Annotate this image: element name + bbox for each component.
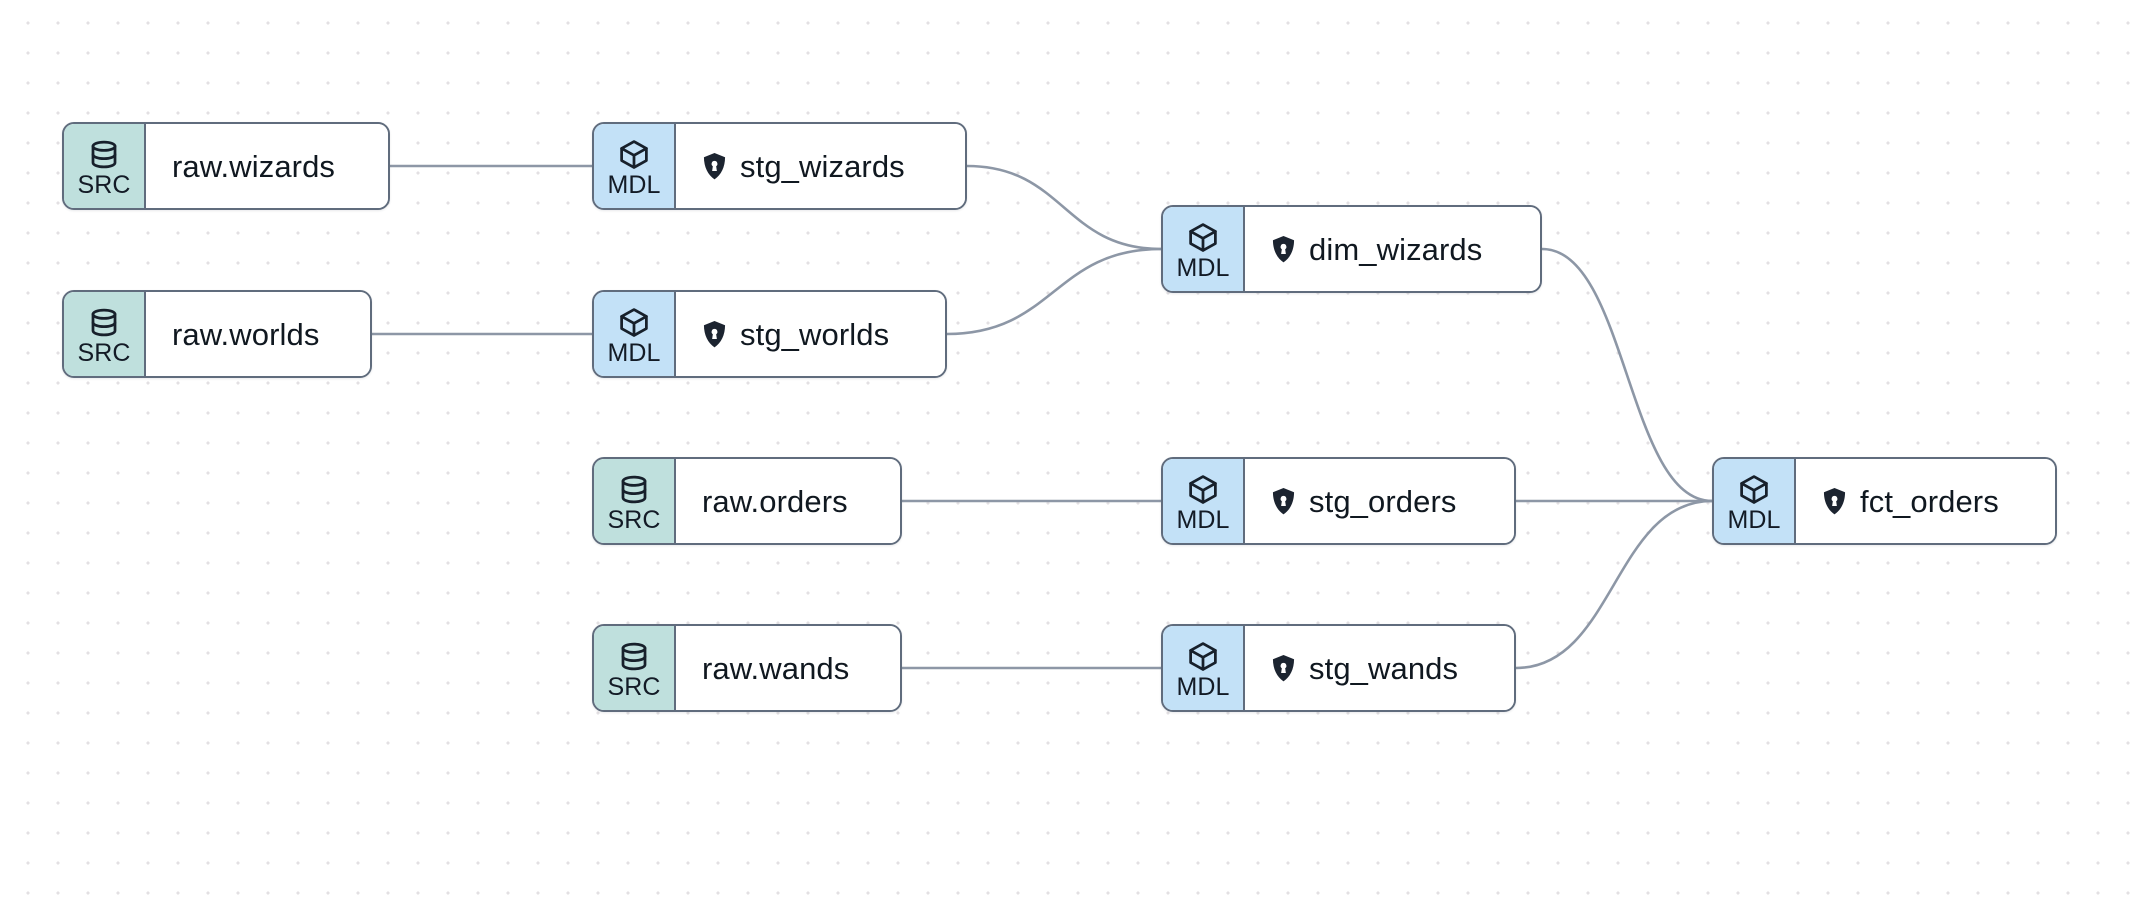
node-type-label: SRC — [77, 171, 131, 199]
node-label: raw.wands — [702, 650, 850, 686]
node-body: stg_wizards — [676, 124, 965, 208]
lineage-edge-stg_wands-to-fct_orders[interactable] — [1514, 499, 1714, 670]
node-body: raw.worlds — [146, 292, 370, 376]
node-type-badge-mdl: MDL — [1163, 459, 1245, 543]
node-type-badge-mdl: MDL — [594, 124, 676, 208]
node-label: fct_orders — [1860, 483, 1999, 519]
node-body: dim_wizards — [1245, 207, 1540, 291]
node-type-badge-src: SRC — [64, 124, 146, 208]
node-stg_worlds[interactable]: MDL stg_worlds — [592, 290, 947, 378]
node-stg_wizards[interactable]: MDL stg_wizards — [592, 122, 967, 210]
node-type-badge-mdl: MDL — [1714, 459, 1796, 543]
node-label: raw.orders — [702, 483, 848, 519]
shield-lock-icon — [703, 152, 726, 179]
node-type-label: SRC — [607, 673, 661, 701]
node-label: stg_wands — [1309, 650, 1459, 686]
cube-icon — [620, 308, 648, 337]
lineage-edge-stg_worlds-to-dim_wizards[interactable] — [945, 247, 1163, 336]
node-raw_orders[interactable]: SRC raw.orders — [592, 457, 902, 545]
shield-lock-icon — [1272, 235, 1295, 262]
node-type-badge-src: SRC — [64, 292, 146, 376]
node-label: raw.wizards — [172, 148, 336, 184]
node-label: stg_wizards — [740, 148, 905, 184]
cube-icon — [620, 140, 648, 169]
node-type-badge-src: SRC — [594, 626, 676, 710]
node-type-label: SRC — [77, 339, 131, 367]
shield-lock-icon — [1823, 487, 1846, 514]
node-body: stg_wands — [1245, 626, 1514, 710]
cube-icon — [1189, 642, 1217, 671]
cube-icon — [1740, 475, 1768, 504]
node-label: dim_wizards — [1309, 231, 1483, 267]
lineage-edge-dim_wizards-to-fct_orders[interactable] — [1540, 247, 1714, 503]
node-label: raw.worlds — [172, 316, 320, 352]
node-fct_orders[interactable]: MDL fct_orders — [1712, 457, 2057, 545]
node-label: stg_worlds — [740, 316, 890, 352]
shield-lock-icon — [703, 320, 726, 347]
node-type-label: SRC — [607, 506, 661, 534]
node-type-label: MDL — [607, 171, 661, 199]
shield-lock-icon — [1272, 487, 1295, 514]
node-type-badge-mdl: MDL — [1163, 207, 1245, 291]
node-type-label: MDL — [1727, 506, 1781, 534]
node-body: raw.wands — [676, 626, 900, 710]
node-dim_wizards[interactable]: MDL dim_wizards — [1161, 205, 1542, 293]
shield-lock-icon — [1272, 654, 1295, 681]
node-type-label: MDL — [1176, 673, 1230, 701]
database-icon — [621, 642, 647, 671]
node-type-label: MDL — [1176, 506, 1230, 534]
node-stg_wands[interactable]: MDL stg_wands — [1161, 624, 1516, 712]
node-body: fct_orders — [1796, 459, 2055, 543]
node-body: stg_worlds — [676, 292, 945, 376]
node-type-badge-mdl: MDL — [594, 292, 676, 376]
node-body: stg_orders — [1245, 459, 1514, 543]
cube-icon — [1189, 475, 1217, 504]
node-label: stg_orders — [1309, 483, 1457, 519]
node-raw_wizards[interactable]: SRC raw.wizards — [62, 122, 390, 210]
node-type-label: MDL — [607, 339, 661, 367]
cube-icon — [1189, 223, 1217, 252]
database-icon — [621, 475, 647, 504]
node-body: raw.wizards — [146, 124, 388, 208]
node-type-badge-src: SRC — [594, 459, 676, 543]
node-raw_wands[interactable]: SRC raw.wands — [592, 624, 902, 712]
database-icon — [91, 140, 117, 169]
lineage-edge-stg_wizards-to-dim_wizards[interactable] — [965, 164, 1163, 251]
database-icon — [91, 308, 117, 337]
node-stg_orders[interactable]: MDL stg_orders — [1161, 457, 1516, 545]
node-type-label: MDL — [1176, 254, 1230, 282]
node-raw_worlds[interactable]: SRC raw.worlds — [62, 290, 372, 378]
node-body: raw.orders — [676, 459, 900, 543]
node-type-badge-mdl: MDL — [1163, 626, 1245, 710]
